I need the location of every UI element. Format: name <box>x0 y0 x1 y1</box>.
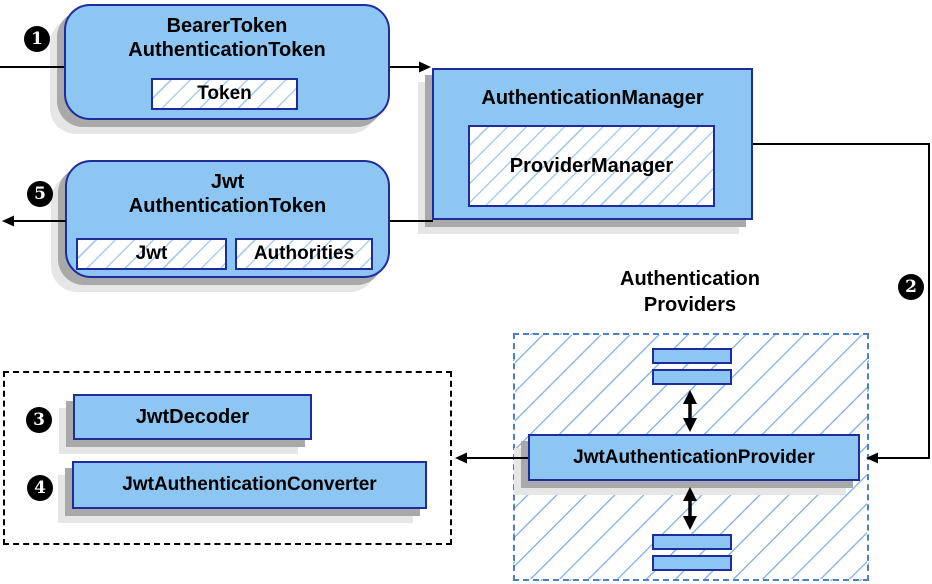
provider-placeholder-bar-top-2 <box>652 369 732 385</box>
chip-authorities: Authorities <box>235 238 373 270</box>
node-bearer-token-authentication-token: BearerToken AuthenticationToken <box>64 4 390 120</box>
arrowhead-bearer-to-manager <box>419 61 431 73</box>
provider-placeholder-bar-top-1 <box>652 348 732 364</box>
provider-placeholder-bar-bottom-2 <box>652 555 732 571</box>
authentication-providers-label-line2: Providers <box>643 294 737 316</box>
node-jwt-authentication-token-title-line1: Jwt <box>210 171 245 193</box>
step-badge-3: 3 <box>26 407 52 433</box>
node-jwt-authentication-token-title-line2: AuthenticationToken <box>128 195 327 217</box>
node-jwt-decoder: JwtDecoder <box>73 394 312 440</box>
chip-token: Token <box>151 78 298 110</box>
step-badge-2: 2 <box>898 274 924 300</box>
arrowhead-jwt-token-outgoing <box>2 215 14 227</box>
node-authentication-manager-title: AuthenticationManager <box>481 87 704 109</box>
provider-placeholder-bar-bottom-1 <box>652 534 732 550</box>
jwt-components-group <box>3 371 452 545</box>
authentication-providers-label-line1: Authentication <box>620 268 760 290</box>
step-badge-1: 1 <box>24 26 50 52</box>
arrowhead-provider-to-components <box>455 452 467 464</box>
node-jwt-authentication-converter: JwtAuthenticationConverter <box>72 461 427 509</box>
node-bearer-token-title-line2: AuthenticationToken <box>128 39 326 61</box>
chip-jwt: Jwt <box>76 238 227 270</box>
authentication-providers-label: Authentication Providers <box>585 266 795 318</box>
node-bearer-token-title-line1: BearerToken <box>166 15 288 37</box>
node-jwt-authentication-provider: JwtAuthenticationProvider <box>528 434 860 481</box>
chip-provider-manager: ProviderManager <box>468 125 715 207</box>
step-badge-4: 4 <box>27 475 53 501</box>
step-badge-5: 5 <box>27 181 53 207</box>
